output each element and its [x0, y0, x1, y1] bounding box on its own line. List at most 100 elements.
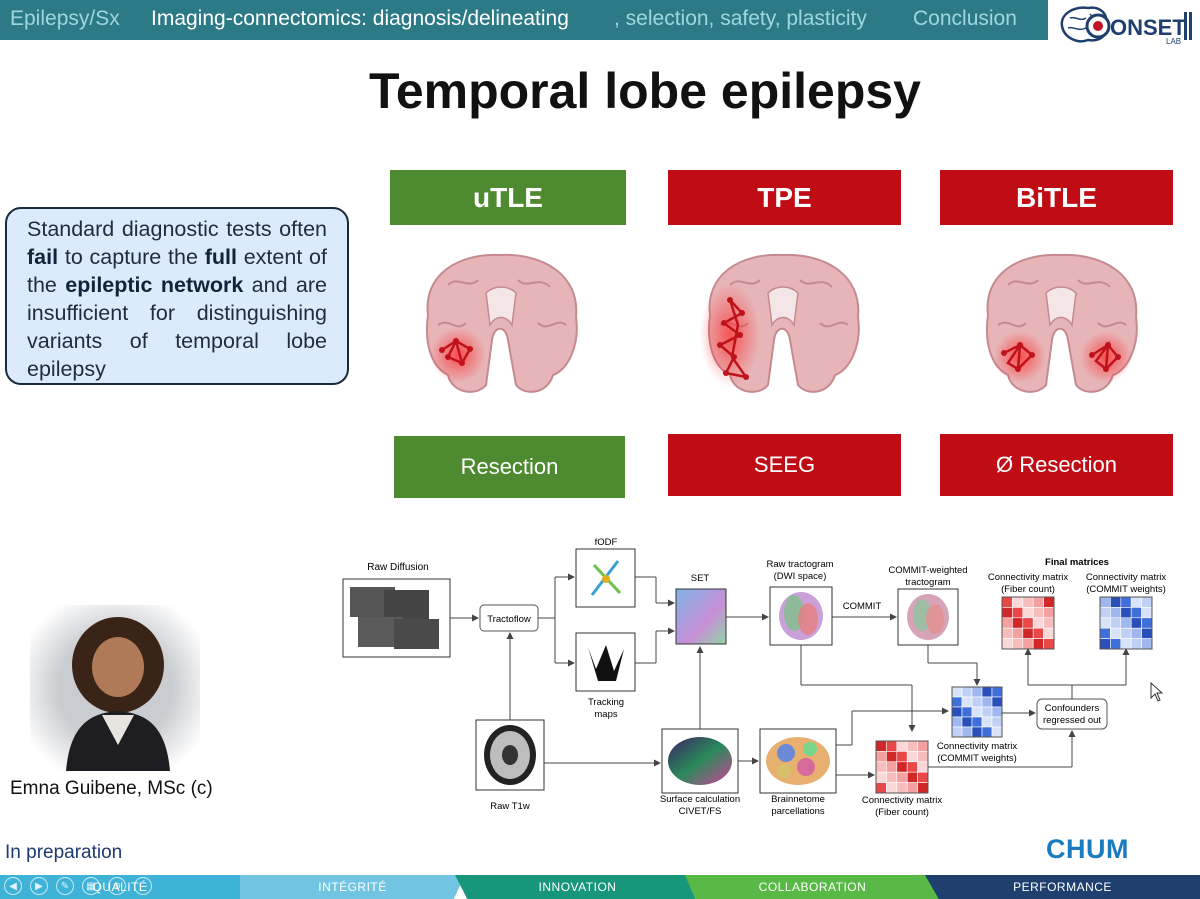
matrix-cell	[1099, 638, 1111, 650]
matrix-cell	[1110, 638, 1122, 650]
matrix-cell	[1120, 596, 1132, 608]
matrix-cell	[896, 740, 908, 752]
matrix-cell	[1022, 638, 1034, 650]
bottom-values-bar: QUALITÉ INTÉGRITÉ INNOVATION COLLABORATI…	[0, 875, 1200, 899]
raw-t1w-label: Raw T1w	[490, 801, 530, 812]
chum-logo: CHUM	[1046, 834, 1129, 864]
matrix-cell	[1032, 596, 1044, 608]
more-icon[interactable]: ⋯	[134, 877, 152, 895]
matrix-cell	[1032, 617, 1044, 629]
matrix-cell	[1001, 596, 1013, 608]
matrix-cell	[896, 751, 908, 763]
final-commit-label-2: (COMMIT weights)	[1086, 584, 1166, 595]
set-label: SET	[691, 573, 710, 584]
matrix-cell	[1012, 627, 1024, 639]
matrix-cell	[961, 726, 973, 738]
matrix-cell	[961, 716, 973, 728]
surface-label-2: CIVET/FS	[679, 806, 722, 817]
mid-commit-label-2: (COMMIT weights)	[937, 753, 1017, 764]
nav-item-imaging[interactable]: Imaging-connectomics: diagnosis/delineat…	[151, 7, 569, 30]
matrix-cell	[1110, 596, 1122, 608]
matrix-cell	[875, 740, 887, 752]
matrix-cell	[886, 740, 898, 752]
raw-tractogram-label-2: (DWI space)	[774, 571, 827, 582]
zoom-icon[interactable]: ⊕	[108, 877, 126, 895]
callout-text-4: and are insufficient for distinguishing …	[27, 273, 327, 381]
mid-fiber-label-1: Connectivity matrix	[862, 795, 942, 806]
matrix-cell	[906, 771, 918, 783]
matrix-cell	[971, 726, 983, 738]
matrix-cell	[1001, 627, 1013, 639]
matrix-cell	[951, 686, 963, 698]
matrix-cell	[896, 771, 908, 783]
matrix-cell	[1141, 607, 1153, 619]
fodf-label: fODF	[595, 537, 618, 548]
matrix-cell	[1001, 607, 1013, 619]
callout-bold-network: epileptic network	[65, 273, 244, 297]
callout-text-1: Standard diagnostic tests often	[27, 217, 327, 241]
tracking-label-2: maps	[594, 709, 617, 720]
matrix-cell	[1012, 607, 1024, 619]
matrix-cell	[1099, 627, 1111, 639]
matrix-cell	[1099, 617, 1111, 629]
matrix-cell	[1141, 617, 1153, 629]
commit-tractogram-label-2: tractogram	[905, 577, 950, 588]
mid-commit-label-1: Connectivity matrix	[937, 741, 1017, 752]
matrix-cell	[1130, 627, 1142, 639]
processing-pipeline-diagram: Raw Diffusion Tractoflow fODF Tracking m…	[342, 537, 1166, 818]
callout-bold-fail: fail	[27, 245, 59, 269]
category-bitle: BiTLE	[940, 170, 1173, 225]
onset-lab-logo: ONSET LAB	[1060, 6, 1192, 46]
confounders-label-2: regressed out	[1043, 715, 1101, 726]
matrix-cell	[906, 751, 918, 763]
matrix-cell	[1012, 617, 1024, 629]
mid-fiber-label-2: (Fiber count)	[875, 807, 929, 818]
matrix-cell	[886, 751, 898, 763]
brain-bitle-diagram	[986, 253, 1138, 393]
matrix-cell	[1141, 638, 1153, 650]
presenter-photo	[30, 605, 200, 771]
matrix-cell	[981, 726, 993, 738]
matrix-cell	[917, 751, 929, 763]
callout-bold-full: full	[204, 245, 237, 269]
matrix-cell	[1043, 638, 1055, 650]
category-tpe: TPE	[668, 170, 901, 225]
matrix-cell	[1001, 617, 1013, 629]
final-fiber-label-1: Connectivity matrix	[988, 572, 1068, 583]
final-fiber-matrix	[1001, 596, 1055, 650]
final-fiber-label-2: (Fiber count)	[1001, 584, 1055, 595]
matrix-cell	[991, 706, 1003, 718]
outcome-resection: Resection	[394, 436, 625, 498]
brain-utle-diagram	[426, 253, 578, 393]
matrix-cell	[971, 696, 983, 708]
matrix-cell	[1012, 638, 1024, 650]
nav-item-selection[interactable]: , selection, safety, plasticity	[614, 7, 867, 30]
matrix-cell	[1110, 627, 1122, 639]
top-navigation-bar: Epilepsy/Sx Imaging-connectomics: diagno…	[0, 0, 1048, 40]
matrix-cell	[961, 686, 973, 698]
nav-item-conclusion[interactable]: Conclusion	[913, 7, 1017, 30]
matrix-cell	[981, 706, 993, 718]
matrix-cell	[1043, 617, 1055, 629]
matrix-cell	[896, 782, 908, 794]
nav-item-epilepsy[interactable]: Epilepsy/Sx	[10, 7, 120, 30]
matrix-cell	[1043, 627, 1055, 639]
matrix-cell	[1022, 627, 1034, 639]
tracking-label-1: Tracking	[588, 697, 624, 708]
matrix-cell	[951, 716, 963, 728]
bottom-bar-integrite: INTÉGRITÉ	[240, 875, 465, 899]
matrix-cell	[1110, 617, 1122, 629]
matrix-cell	[1141, 596, 1153, 608]
matrix-cell	[1032, 607, 1044, 619]
matrix-cell	[1130, 607, 1142, 619]
matrix-cell	[971, 706, 983, 718]
matrix-cell	[875, 771, 887, 783]
pen-icon[interactable]: ✎	[56, 877, 74, 895]
prev-icon[interactable]: ◀	[4, 877, 22, 895]
slide-title: Temporal lobe epilepsy	[368, 63, 921, 119]
next-icon[interactable]: ▶	[30, 877, 48, 895]
matrix-cell	[1120, 638, 1132, 650]
matrix-cell	[906, 740, 918, 752]
matrix-cell	[886, 782, 898, 794]
slides-icon[interactable]: ▦	[82, 877, 100, 895]
